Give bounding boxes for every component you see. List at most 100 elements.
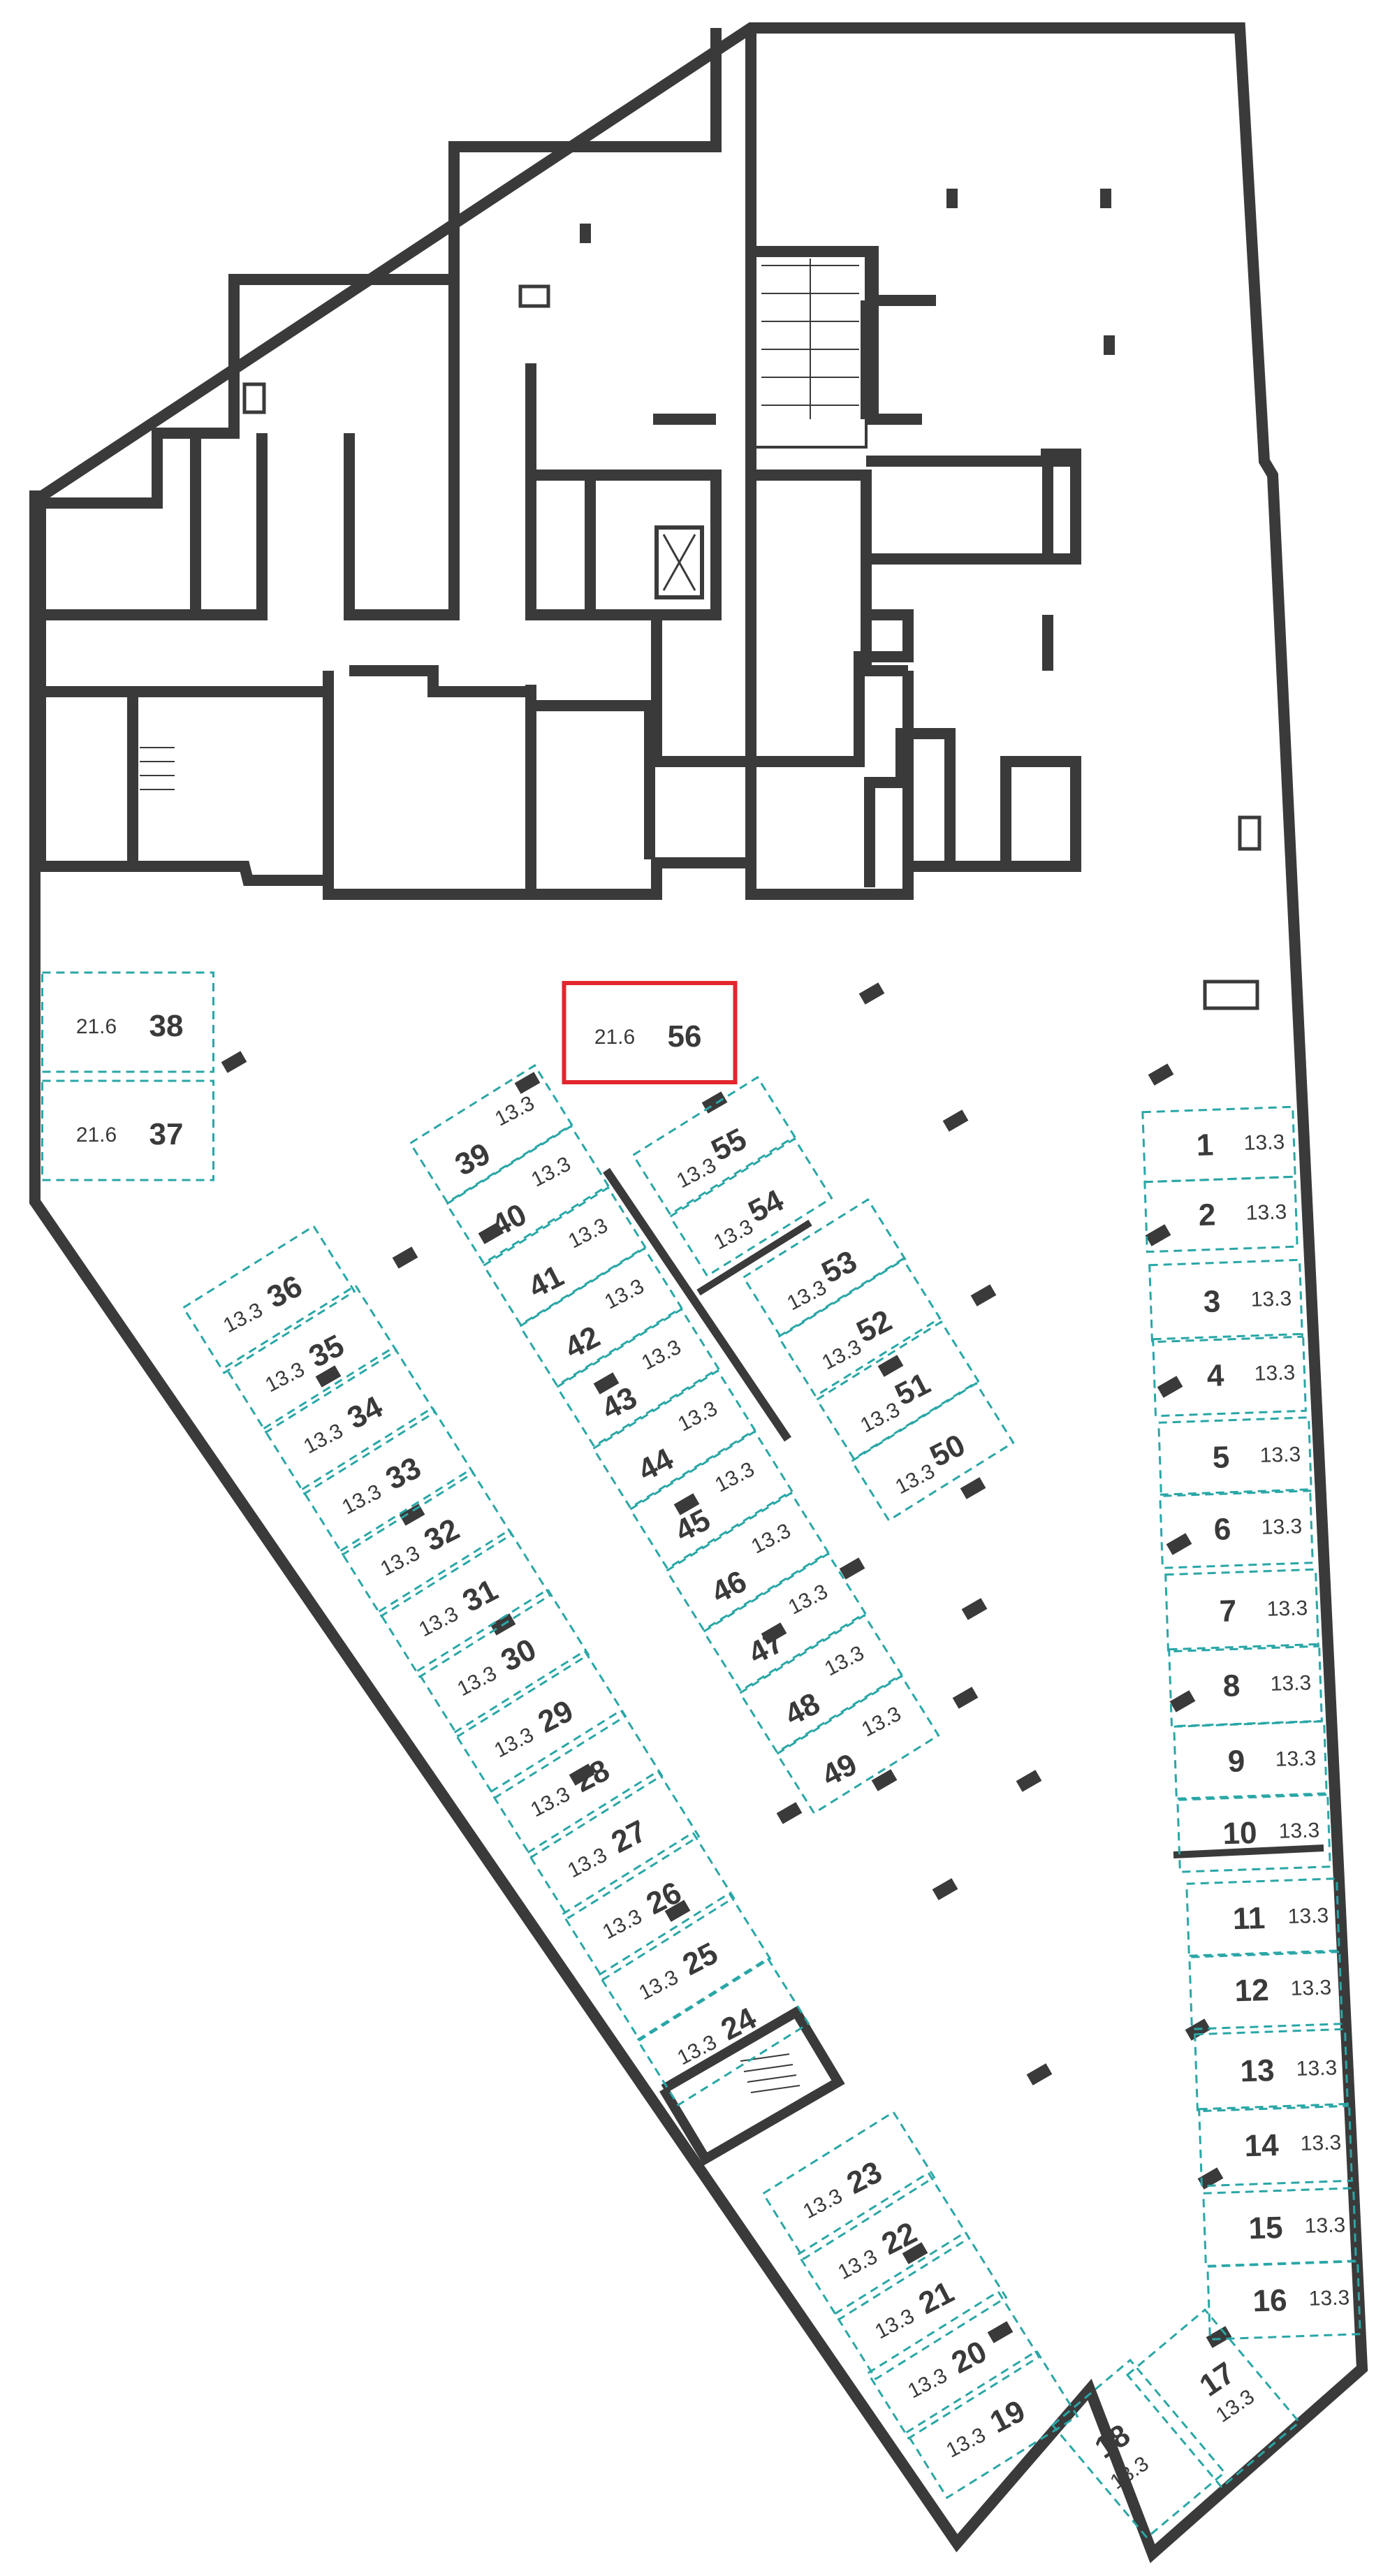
slot-area: 13.3 — [300, 1419, 346, 1458]
slot-area: 13.3 — [1270, 1671, 1311, 1696]
column-stub — [902, 2242, 928, 2264]
column-stub — [1169, 1690, 1196, 1712]
slot-area: 13.3 — [871, 2304, 918, 2343]
column-stub — [593, 1372, 620, 1395]
slot-area: 13.3 — [261, 1358, 308, 1397]
slot-area: 13.3 — [601, 1274, 648, 1314]
slot-area: 13.3 — [527, 1152, 574, 1191]
slot-outline — [592, 1369, 756, 1510]
slot-area: 13.3 — [904, 2364, 951, 2403]
slot-area: 13.3 — [834, 2245, 881, 2284]
column-stub — [1206, 2326, 1232, 2348]
slot-number: 12 — [1234, 1973, 1269, 2008]
slot-area: 13.3 — [1290, 1976, 1331, 2000]
slot-number: 6 — [1213, 1512, 1231, 1547]
parking-slot-12[interactable]: 12 13.3 — [1188, 1949, 1343, 2030]
slot-area: 13.3 — [415, 1602, 462, 1641]
slot-number: 38 — [149, 1009, 184, 1043]
column-stub — [673, 1493, 700, 1515]
slot-outline — [1148, 1258, 1303, 1344]
column-stub — [1145, 1224, 1171, 1246]
column-stub — [514, 1072, 541, 1094]
parking-slot-56[interactable]: 56 21.6 — [562, 981, 738, 1084]
slot-outline — [1176, 1792, 1331, 1873]
slot-outline — [761, 2110, 936, 2261]
column-stub — [478, 1222, 504, 1244]
slot-number: 56 — [668, 1019, 702, 1054]
slot-area: 13.3 — [1266, 1596, 1308, 1621]
right-divider — [1173, 1844, 1324, 1858]
slot-outline — [1188, 1949, 1343, 2030]
slot-outline — [445, 1124, 610, 1265]
slot-area: 13.3 — [942, 2423, 989, 2462]
slot-number: 3 — [1203, 1284, 1221, 1319]
slot-number: 16 — [1252, 2283, 1287, 2318]
slot-outline — [1168, 1643, 1323, 1728]
slot-area: 13.3 — [219, 1298, 266, 1337]
building-core — [31, 28, 1081, 900]
slot-area: 13.3 — [1243, 1130, 1285, 1155]
slot-area: 13.3 — [747, 1519, 794, 1558]
slot-number: 31 — [457, 1573, 503, 1619]
slot-number: 23 — [841, 2155, 887, 2201]
slot-area: 13.3 — [1296, 2056, 1337, 2081]
slot-area: 13.3 — [635, 1965, 682, 2004]
slot-area: 21.6 — [594, 1026, 635, 1049]
slot-area: 13.3 — [1245, 1200, 1287, 1225]
slot-outline — [850, 1381, 1015, 1522]
slot-number: 25 — [677, 1936, 723, 1982]
slot-number: 1 — [1196, 1128, 1214, 1163]
slot-area: 13.3 — [784, 1580, 831, 1619]
slot-outline — [833, 2230, 1008, 2381]
slot-number: 37 — [149, 1117, 184, 1151]
slot-area: 13.3 — [1287, 1904, 1329, 1928]
columns — [242, 189, 1261, 2086]
slot-number: 14 — [1244, 2128, 1280, 2163]
slot-number: 20 — [946, 2334, 992, 2380]
slot-outline — [1206, 2260, 1361, 2341]
slot-outline — [796, 2171, 971, 2322]
parking-slot-14[interactable]: 14 13.3 — [1198, 2102, 1353, 2188]
column-stub — [569, 1763, 595, 1786]
slot-outline — [1152, 1332, 1307, 1418]
stair-left — [140, 747, 175, 790]
column-stub — [839, 1557, 865, 1580]
column-stub — [664, 1900, 691, 1922]
slot-area: 13.3 — [1300, 2131, 1341, 2155]
slot-number: 29 — [532, 1694, 578, 1740]
slot-number: 33 — [380, 1450, 426, 1497]
lift-shaft — [654, 525, 704, 599]
slot-area: 13.3 — [1250, 1287, 1292, 1311]
slot-area: 13.3 — [1275, 1747, 1316, 1771]
slot-outline — [1164, 1568, 1319, 1653]
slot-area: 13.3 — [490, 1723, 537, 1762]
column-stub — [392, 1246, 418, 1269]
slot-number: 7 — [1219, 1594, 1237, 1629]
slot-number: 36 — [261, 1269, 307, 1315]
slot-number: 28 — [569, 1753, 615, 1799]
slot-outline — [636, 1956, 810, 2107]
slot-area: 13.3 — [858, 1702, 905, 1741]
slot-number: 4 — [1206, 1358, 1224, 1393]
slot-number: 21 — [913, 2275, 959, 2321]
slot-outline — [555, 1307, 720, 1448]
stair-bottom — [740, 2053, 800, 2093]
